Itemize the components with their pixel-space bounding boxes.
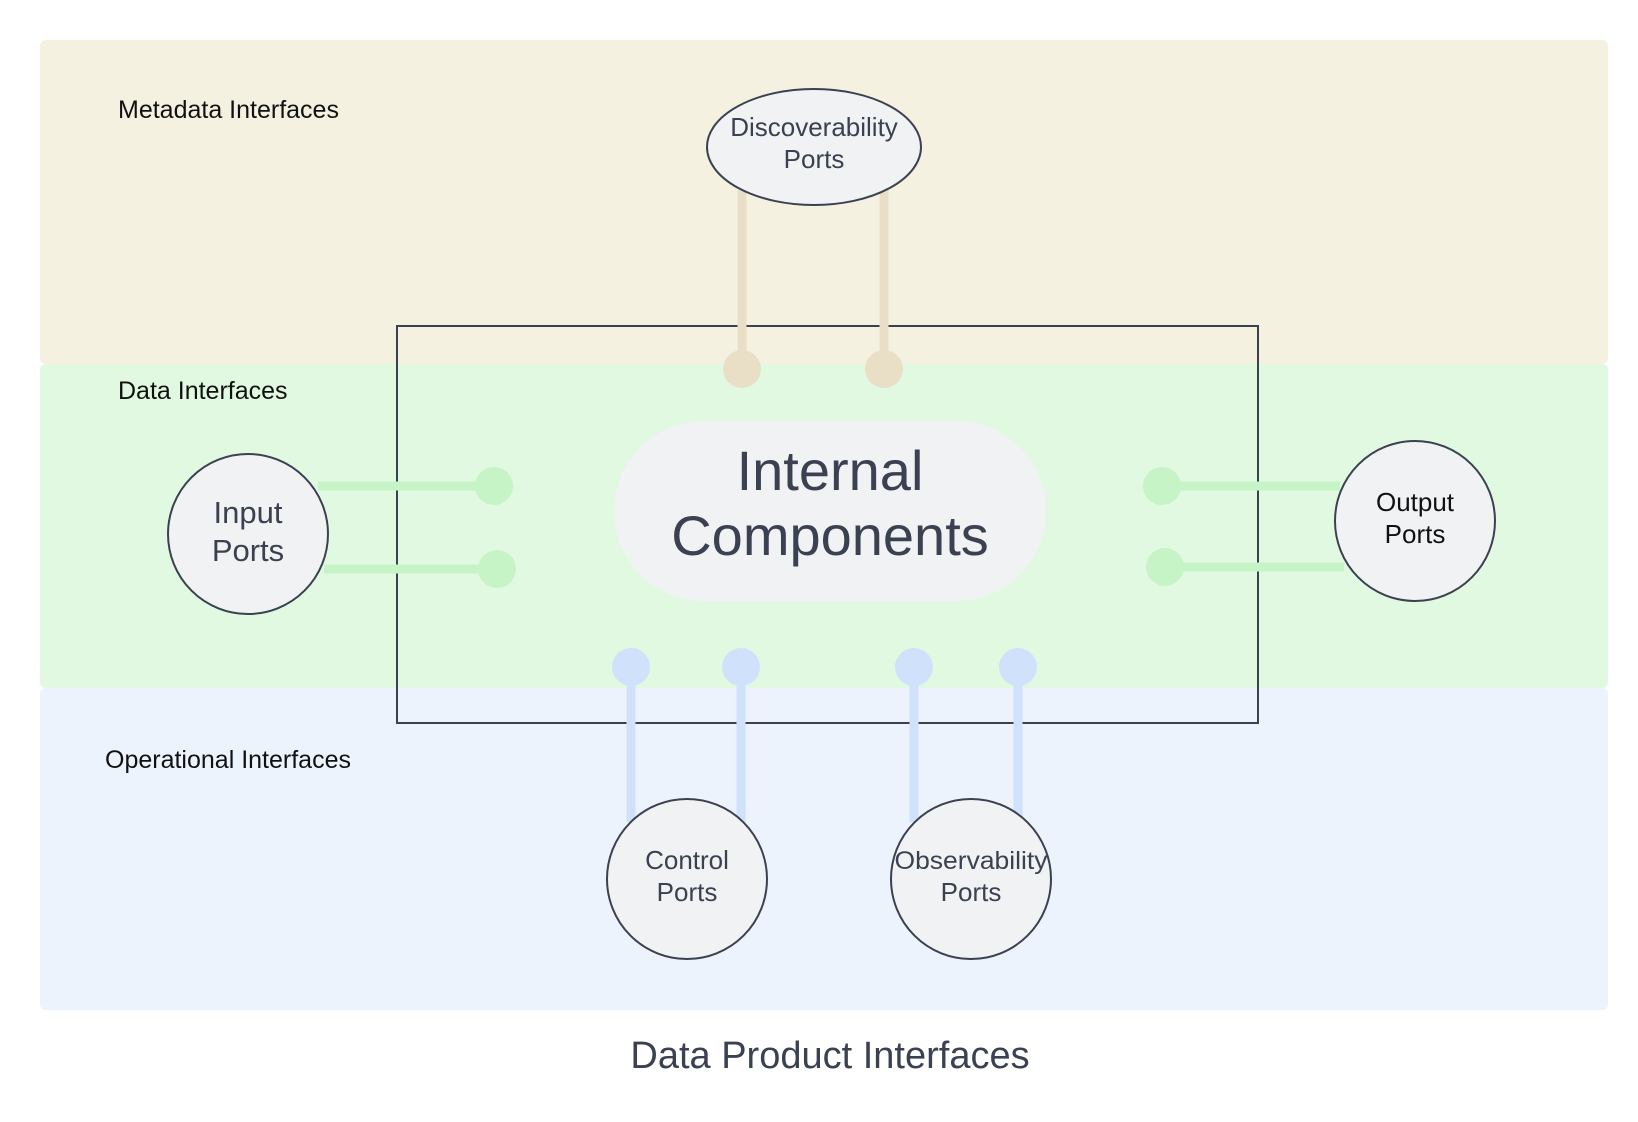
operational-band bbox=[40, 688, 1608, 1010]
input-port-dot bbox=[478, 550, 516, 588]
input-port-dot bbox=[475, 467, 513, 505]
internal-components-shape bbox=[614, 421, 1046, 601]
output-port-dot bbox=[1146, 548, 1184, 586]
discoverability-ports-node: Discoverability Ports bbox=[706, 88, 922, 206]
metadata-band-label: Metadata Interfaces bbox=[118, 96, 339, 124]
control-ports-shape bbox=[606, 798, 768, 960]
observability-port-dot bbox=[999, 648, 1037, 686]
control-ports-label-line2: Ports bbox=[657, 877, 718, 907]
output-ports-node: Output Ports bbox=[1334, 440, 1496, 602]
input-connectors bbox=[318, 467, 516, 588]
control-port-dot bbox=[722, 648, 760, 686]
output-connectors bbox=[1143, 467, 1344, 586]
observability-ports-label-line1: Observability bbox=[895, 847, 1049, 875]
input-ports-shape bbox=[167, 453, 329, 615]
input-ports-label-line2: Ports bbox=[212, 533, 284, 568]
discoverability-port-dot bbox=[865, 350, 903, 388]
observability-connectors bbox=[895, 648, 1037, 822]
observability-port-dot bbox=[895, 648, 933, 686]
control-port-dot bbox=[612, 648, 650, 686]
input-ports-node: Input Ports bbox=[167, 453, 329, 615]
internal-components-label-line1: Internal bbox=[737, 439, 924, 502]
discoverability-ports-label-line1: Discoverability bbox=[730, 112, 898, 142]
control-ports-node: Control Ports bbox=[606, 798, 768, 960]
discoverability-connectors bbox=[723, 190, 903, 388]
output-ports-label-line1: Output bbox=[1376, 487, 1455, 517]
control-ports-label-line1: Control bbox=[645, 845, 729, 875]
discoverability-port-dot bbox=[723, 350, 761, 388]
observability-ports-label-line2: Ports bbox=[941, 877, 1002, 907]
output-port-dot bbox=[1143, 467, 1181, 505]
data-product-boundary bbox=[396, 325, 1259, 724]
observability-ports-shape bbox=[890, 798, 1052, 960]
output-ports-label-line2: Ports bbox=[1385, 519, 1446, 549]
internal-components-node: Internal Components bbox=[614, 421, 1046, 601]
data-band-label: Data Interfaces bbox=[118, 377, 288, 405]
observability-ports-node: Observability Ports bbox=[890, 798, 1052, 960]
diagram-title: Data Product Interfaces bbox=[630, 1035, 1029, 1077]
input-ports-label-line1: Input bbox=[214, 495, 283, 530]
output-ports-shape bbox=[1334, 440, 1496, 602]
operational-band-label: Operational Interfaces bbox=[105, 746, 351, 774]
internal-components-label-line2: Components bbox=[671, 504, 989, 567]
discoverability-ports-label-line2: Ports bbox=[784, 144, 845, 174]
control-connectors bbox=[612, 648, 760, 822]
discoverability-ports-shape bbox=[706, 88, 922, 206]
